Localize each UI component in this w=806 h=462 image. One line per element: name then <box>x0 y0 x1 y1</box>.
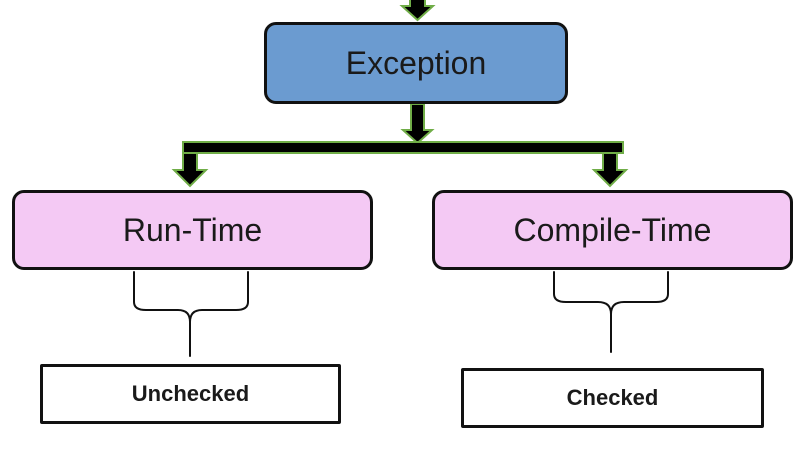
checked-node: Checked <box>461 368 764 428</box>
brace-connectors <box>133 271 669 357</box>
compile-time-node: Compile-Time <box>432 190 793 270</box>
incoming-arrow <box>399 0 436 22</box>
runtime-node: Run-Time <box>12 190 373 270</box>
runtime-label: Run-Time <box>122 211 263 248</box>
exception-node: Exception <box>264 22 568 104</box>
exception-label: Exception <box>345 44 487 81</box>
right-branch-arrow <box>591 152 629 188</box>
compile-time-label: Compile-Time <box>513 211 712 248</box>
checked-label: Checked <box>566 385 659 410</box>
left-brace <box>133 271 249 323</box>
unchecked-label: Unchecked <box>131 381 250 406</box>
connector-arrows <box>171 0 629 188</box>
unchecked-node: Unchecked <box>40 364 341 424</box>
right-brace <box>553 271 669 315</box>
branch-bar <box>182 141 624 154</box>
left-branch-arrow <box>171 152 209 188</box>
root-stem-arrow <box>400 103 435 145</box>
